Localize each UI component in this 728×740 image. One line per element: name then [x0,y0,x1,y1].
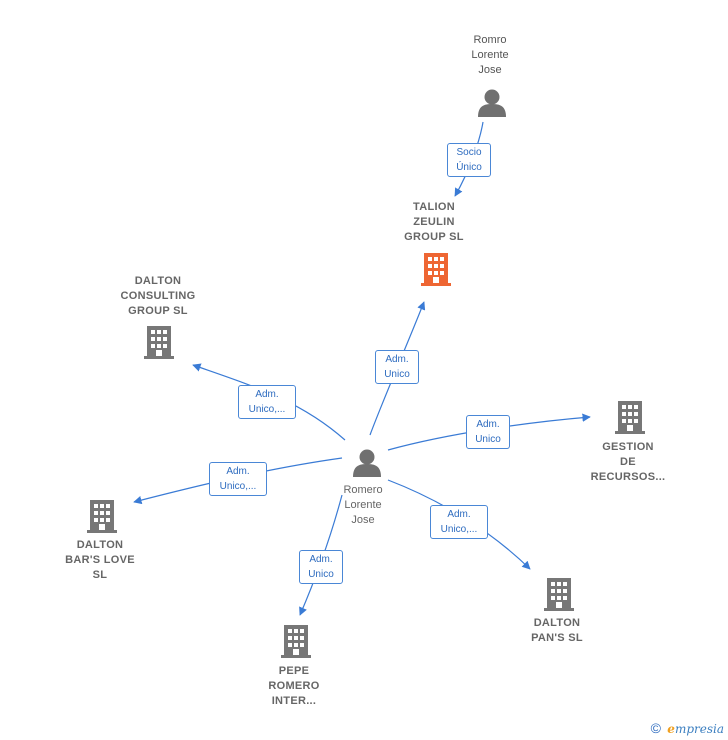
edge-label-to-consulting[interactable]: Adm. Unico,... [238,385,296,419]
edge-label-socio[interactable]: Socio Único [447,143,491,177]
node-label-gestion[interactable]: GESTION DE RECURSOS... [590,441,666,483]
node-label-dalton-bars[interactable]: DALTON BAR'S LOVE SL [65,539,135,581]
node-label-dalton-consulting[interactable]: DALTON CONSULTING GROUP SL [120,275,196,317]
building-icon[interactable] [281,625,311,658]
edge-label-to-bars[interactable]: Adm. Unico,... [209,462,267,496]
edge-label-to-talion[interactable]: Adm. Unico [375,350,419,384]
building-icon[interactable] [615,401,645,434]
edge-label-to-gestion[interactable]: Adm. Unico [466,415,510,449]
building-icon[interactable] [421,253,451,286]
brand-logo[interactable]: empresia [667,722,724,736]
footer-brand: © empresia [651,720,724,736]
copyright-symbol: © [650,720,661,736]
building-icon[interactable] [144,326,174,359]
brand-logo-e: e [667,722,675,736]
node-label-romro[interactable]: Romro Lorente Jose [471,34,509,76]
node-label-dalton-pans[interactable]: DALTON PAN'S SL [531,617,583,644]
edge-label-to-pans[interactable]: Adm. Unico,... [430,505,488,539]
edge-label-to-pepe[interactable]: Adm. Unico [299,550,343,584]
building-icon[interactable] [544,578,574,611]
brand-logo-text: mpresia [674,722,724,736]
building-icon[interactable] [87,500,117,533]
person-icon[interactable] [353,449,381,478]
node-label-talion[interactable]: TALION ZEULIN GROUP SL [404,201,464,243]
node-label-pepe[interactable]: PEPE ROMERO INTER... [268,665,320,707]
person-icon[interactable] [478,89,506,118]
node-label-romero[interactable]: Romero Lorente Jose [343,484,383,526]
edges [133,121,591,616]
